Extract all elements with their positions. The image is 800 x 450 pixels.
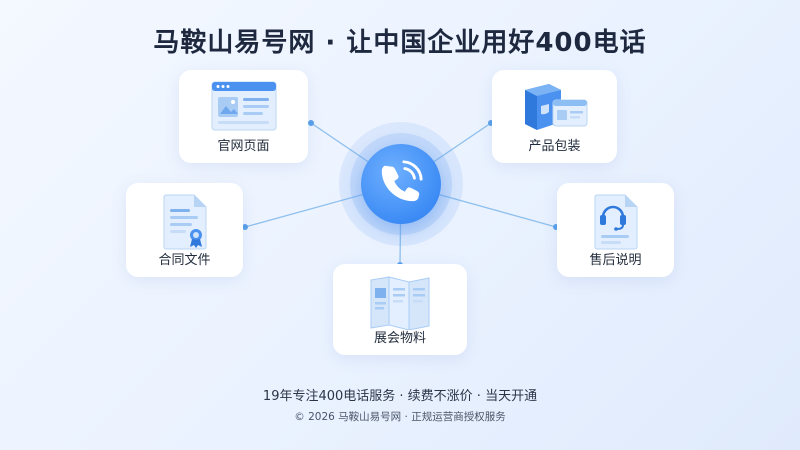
copyright-notice: © 2026 马鞍山易号网 · 正规运营商授权服务: [294, 411, 506, 423]
card-website[interactable]: 官网页面: [179, 70, 308, 163]
card-packaging[interactable]: 产品包装: [492, 70, 617, 163]
product-box-icon: [519, 80, 591, 138]
card-contract[interactable]: 合同文件: [126, 183, 243, 277]
card-website-label: 官网页面: [217, 139, 270, 154]
card-aftersales-label: 售后说明: [589, 253, 642, 268]
card-packaging-label: 产品包装: [528, 139, 581, 154]
hub-phone-circle: [361, 144, 441, 224]
service-slogan: 19年专注400电话服务 · 续费不涨价 · 当天开通: [262, 389, 538, 404]
brochure-icon: [367, 274, 433, 334]
headset-document-icon: [591, 193, 641, 255]
contract-document-icon: [160, 193, 210, 255]
card-contract-label: 合同文件: [158, 253, 211, 268]
card-exhibition[interactable]: 展会物料: [333, 264, 467, 355]
card-aftersales[interactable]: 售后说明: [557, 183, 674, 277]
webpage-icon: [210, 80, 278, 136]
page-title: 马鞍山易号网 · 让中国企业用好400电话: [153, 28, 647, 58]
phone-ringing-icon: [378, 159, 424, 209]
card-exhibition-label: 展会物料: [373, 331, 426, 346]
